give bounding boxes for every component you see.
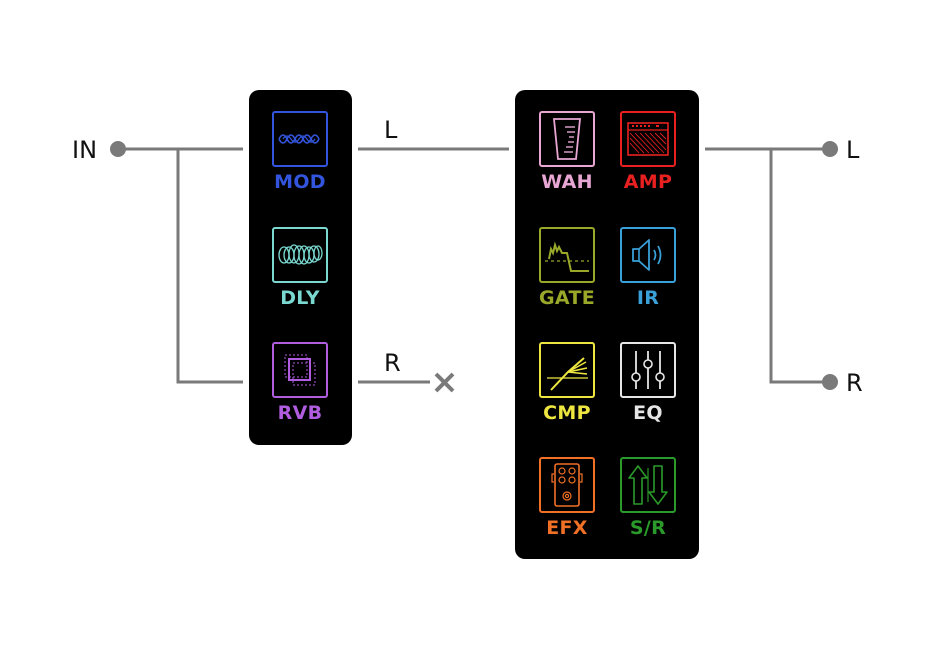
main-panel: WAH [515, 90, 699, 559]
muted-output-x-icon [434, 372, 455, 393]
block-rvb[interactable]: RVB [260, 342, 340, 424]
reverb-squares-icon [284, 354, 316, 386]
block-label-efx: EFX [546, 517, 588, 539]
stompbox-icon [551, 463, 583, 507]
delay-coil-icon [278, 244, 323, 265]
input-label: IN [72, 136, 98, 164]
output-left-dot [822, 141, 838, 157]
block-efx[interactable]: EFX [527, 457, 607, 539]
block-label-amp: AMP [623, 171, 673, 193]
split-left-label: L [384, 116, 398, 144]
block-amp[interactable]: AMP [608, 111, 688, 193]
block-sr[interactable]: S/R [608, 457, 688, 539]
split-panel: MOD DLY [249, 90, 352, 445]
amp-head-icon [627, 122, 669, 156]
block-cmp[interactable]: CMP [527, 342, 607, 424]
block-gate[interactable]: GATE [527, 227, 607, 309]
block-label-sr: S/R [629, 517, 667, 539]
block-label-mod: MOD [274, 171, 326, 193]
speaker-icon [632, 239, 662, 271]
send-return-arrows-icon [628, 465, 668, 505]
block-label-gate: GATE [539, 287, 595, 309]
wah-pedal-icon [553, 118, 581, 160]
output-left-label: L [846, 136, 860, 164]
block-eq[interactable]: EQ [608, 342, 688, 424]
block-dly[interactable]: DLY [260, 227, 340, 309]
compressor-curve-icon [547, 357, 588, 391]
block-mod[interactable]: MOD [260, 111, 340, 193]
block-label-wah: WAH [541, 171, 593, 193]
block-label-dly: DLY [280, 287, 320, 309]
block-wah[interactable]: WAH [527, 111, 607, 193]
block-label-cmp: CMP [543, 402, 591, 424]
gate-waveform-icon [545, 241, 589, 272]
modulation-wave-icon [278, 134, 320, 144]
block-ir[interactable]: IR [608, 227, 688, 309]
block-label-eq: EQ [633, 402, 663, 424]
eq-sliders-icon [631, 351, 665, 389]
output-right-dot [822, 374, 838, 390]
split-right-label: R [384, 349, 401, 377]
block-label-rvb: RVB [277, 402, 323, 424]
output-right-label: R [846, 369, 863, 397]
input-jack-dot [110, 141, 126, 157]
block-label-ir: IR [636, 287, 660, 309]
